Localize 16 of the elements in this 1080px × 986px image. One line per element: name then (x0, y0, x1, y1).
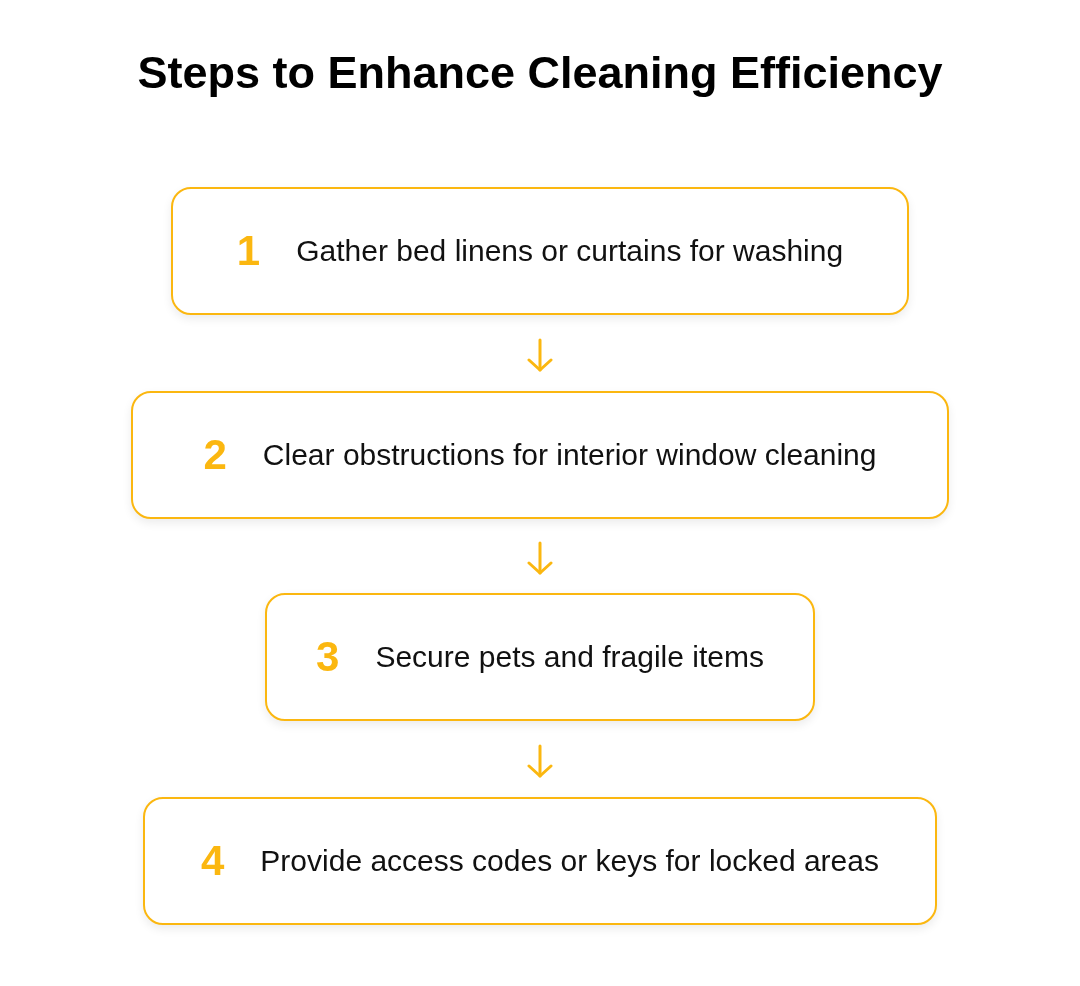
arrow (527, 541, 553, 575)
step-number: 4 (201, 840, 225, 882)
step-text: Secure pets and fragile items (375, 639, 764, 675)
step-text: Clear obstructions for interior window cleaning (262, 437, 877, 473)
title: Steps to Enhance Cleaning Efficiency (137, 46, 943, 100)
step-box (171, 187, 909, 315)
step-text: Gather bed linens or curtains for washing (296, 233, 844, 269)
step-box (131, 391, 949, 519)
arrow (527, 744, 553, 778)
step-number: 3 (316, 636, 340, 678)
step-text: Provide access codes or keys for locked areas (260, 843, 879, 879)
step-box (143, 797, 937, 925)
step-box (265, 593, 815, 721)
step-number: 2 (203, 434, 227, 476)
step-number: 1 (236, 230, 261, 272)
arrow (527, 338, 553, 372)
